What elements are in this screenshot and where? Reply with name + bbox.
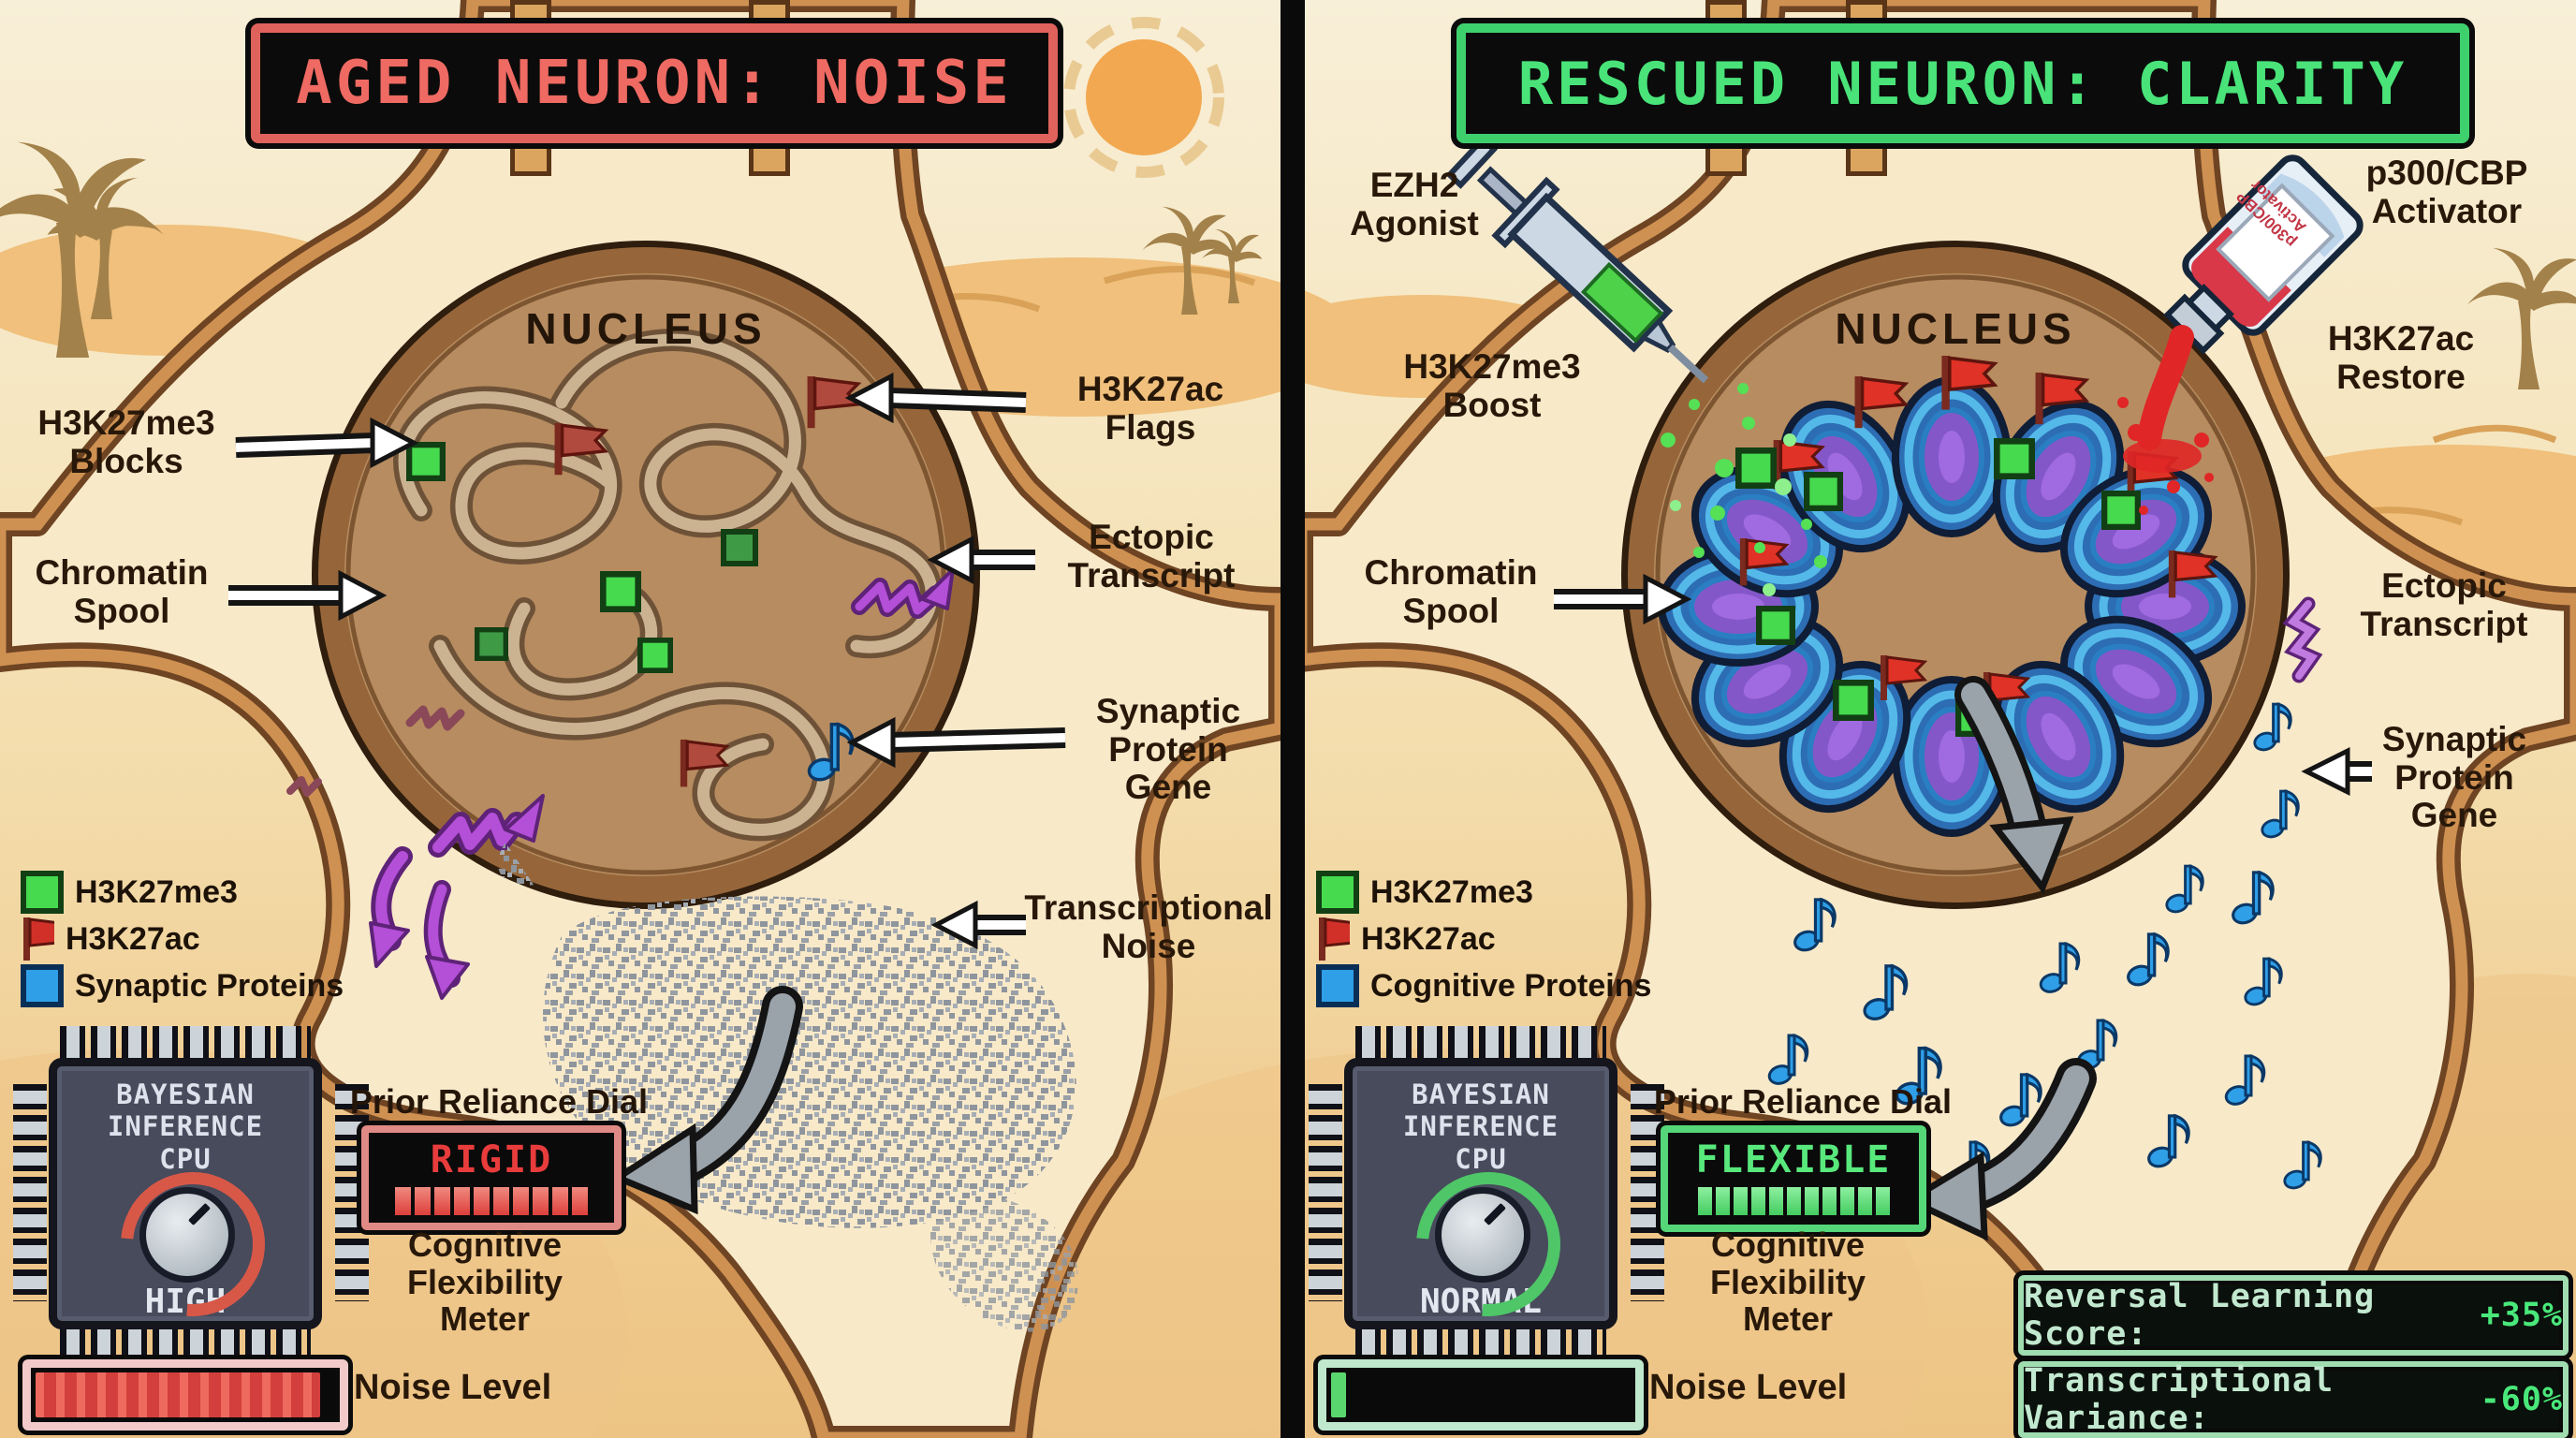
h3k27me3-swatch-icon: [1316, 871, 1359, 914]
cpu-pins: [13, 1084, 47, 1301]
panel-divider: [1281, 0, 1305, 1438]
h3k27ac-flag-swatch-icon: [1317, 917, 1350, 961]
right-title-sign: RESCUED NEURON: CLARITY: [1456, 23, 2469, 143]
callout-ectopic-transcript: Ectopic Transcript: [1067, 518, 1236, 594]
badge-label: Reversal Learning Score:: [2024, 1278, 2376, 1353]
activator-bottle-icon: [2163, 154, 2364, 355]
callout-p300-cbp-activator: p300/CBP Activator: [2365, 154, 2528, 230]
syringe-icon: [1445, 135, 1709, 384]
legend-label: H3K27ac: [66, 920, 200, 957]
legend-label: H3K27ac: [1361, 920, 1496, 957]
dial-segments: [395, 1187, 588, 1215]
right-nucleus-label: NUCLEUS: [1835, 304, 2076, 353]
cpu-status: NORMAL: [1419, 1283, 1543, 1321]
callout-synaptic-protein-gene-right: Synaptic Protein Gene: [2381, 720, 2527, 835]
left-title: AGED NEURON: NOISE: [296, 49, 1013, 118]
callout-h3k27ac-flags: H3K27ac Flags: [1076, 370, 1224, 447]
callout-chromatin-spool: Chromatin Spool: [35, 553, 209, 630]
left-noise-meter-label: Noise Level: [354, 1368, 552, 1407]
h3k27ac-flag-swatch-icon: [22, 917, 54, 961]
noise-meter-fill: [36, 1372, 320, 1417]
cpu-chip-body: BAYESIAN INFERENCE CPU NORMAL: [1344, 1058, 1617, 1346]
badge-value: -60%: [2480, 1381, 2563, 1418]
legend-label: Synaptic Proteins: [75, 967, 344, 1004]
legend-label: H3K27me3: [75, 873, 238, 910]
prior-knob[interactable]: [1386, 1142, 1590, 1346]
legend-row: H3K27me3: [21, 869, 344, 916]
cpu-label: CPU: [1455, 1142, 1507, 1175]
legend-row: Synaptic Proteins: [21, 962, 344, 1009]
right-title: RESCUED NEURON: CLARITY: [1517, 49, 2408, 118]
left-prior-reliance-dial[interactable]: RIGID: [361, 1125, 622, 1230]
sun-icon: [1063, 17, 1224, 178]
callout-arrows-left-panel: [228, 372, 1066, 950]
callout-arrows-right-panel: [1554, 573, 2372, 797]
callout-ectopic-transcript-right: Ectopic Transcript: [2360, 566, 2528, 643]
protein-swatch-icon: [21, 964, 64, 1007]
clarity-flow-arrow: [1902, 676, 2097, 1241]
left-dial-title: Prior Reliance Dial: [349, 1082, 649, 1121]
cpu-pins: [1355, 1026, 1606, 1060]
callout-chromatin-spool-right: Chromatin Spool: [1364, 553, 1538, 630]
callout-h3k27me3-blocks: H3K27me3 Blocks: [37, 404, 215, 480]
callout-h3k27me3-boost: H3K27me3 Boost: [1403, 347, 1581, 424]
cpu-pins: [1309, 1084, 1342, 1301]
badge-label: Transcriptional Variance:: [2024, 1362, 2334, 1437]
cpu-pins: [60, 1026, 311, 1060]
chromatin-tangle: [393, 328, 944, 842]
h3k27me3-swatch-icon: [21, 871, 64, 914]
transcriptional-variance-badge: Transcriptional Variance: -60%: [2018, 1361, 2569, 1438]
ectopic-transcript-icon: [2282, 596, 2323, 683]
prior-knob[interactable]: [91, 1142, 295, 1346]
cpu-label: BAYESIAN: [116, 1078, 255, 1110]
left-noise-meter: [22, 1359, 348, 1431]
right-dial-title: Prior Reliance Dial: [1653, 1082, 1953, 1121]
cpu-pins: [1631, 1084, 1664, 1301]
badge-value: +35%: [2480, 1297, 2563, 1334]
right-neuron-cell: [1289, 0, 2576, 1438]
callout-synaptic-protein-gene: Synaptic Protein Gene: [1095, 692, 1241, 807]
left-title-sign: AGED NEURON: NOISE: [251, 23, 1058, 143]
cpu-label: INFERENCE: [1402, 1110, 1559, 1143]
red-pour: [2117, 325, 2214, 515]
legend-label: H3K27me3: [1370, 873, 1533, 910]
callout-h3k27ac-restore: H3K27ac Restore: [2327, 319, 2475, 396]
right-bayesian-cpu: BAYESIAN INFERENCE CPU NORMAL: [1309, 1026, 1664, 1356]
right-flexibility-caption: Cognitive Flexibility Meter: [1709, 1225, 1866, 1339]
legend-row: Cognitive Proteins: [1316, 962, 1651, 1009]
legend-row: H3K27ac: [1316, 916, 1651, 962]
dial-state: RIGID: [430, 1138, 553, 1181]
legend-row: H3K27ac: [21, 916, 344, 962]
right-legend: H3K27me3 H3K27ac Cognitive Proteins: [1316, 869, 1651, 1009]
callout-ezh2-agonist: EZH2 Agonist: [1350, 166, 1479, 242]
left-legend: H3K27me3 H3K27ac Synaptic Proteins: [21, 869, 344, 1009]
knob-icon[interactable]: [139, 1187, 235, 1284]
cpu-status: HIGH: [144, 1283, 227, 1321]
noise-flow-arrow: [610, 986, 803, 1215]
dial-segments: [1697, 1187, 1890, 1215]
legend-row: H3K27me3: [1316, 869, 1651, 916]
dial-state: FLEXIBLE: [1695, 1138, 1892, 1181]
knob-icon[interactable]: [1435, 1187, 1530, 1284]
reversal-learning-badge: Reversal Learning Score: +35%: [2018, 1275, 2569, 1356]
protein-swatch-icon: [1316, 964, 1359, 1007]
ectopic-transcript-icons: [286, 567, 955, 1000]
legend-label: Cognitive Proteins: [1370, 967, 1652, 1004]
cpu-label: CPU: [159, 1142, 212, 1175]
left-flexibility-caption: Cognitive Flexibility Meter: [406, 1225, 564, 1339]
cpu-label: INFERENCE: [107, 1110, 264, 1143]
right-prior-reliance-dial[interactable]: FLEXIBLE: [1661, 1125, 1926, 1232]
right-noise-meter: [1318, 1359, 1644, 1431]
cpu-label: BAYESIAN: [1412, 1078, 1550, 1110]
callout-transcriptional-noise: Transcriptional Noise: [1024, 888, 1273, 965]
noise-meter-fill: [1331, 1372, 1347, 1417]
green-sparkles: [1661, 383, 1827, 596]
left-bayesian-cpu: BAYESIAN INFERENCE CPU HIGH: [13, 1026, 369, 1356]
cpu-chip-body: BAYESIAN INFERENCE CPU HIGH: [49, 1058, 322, 1346]
left-nucleus-label: NUCLEUS: [525, 304, 767, 353]
right-noise-meter-label: Noise Level: [1649, 1368, 1848, 1407]
